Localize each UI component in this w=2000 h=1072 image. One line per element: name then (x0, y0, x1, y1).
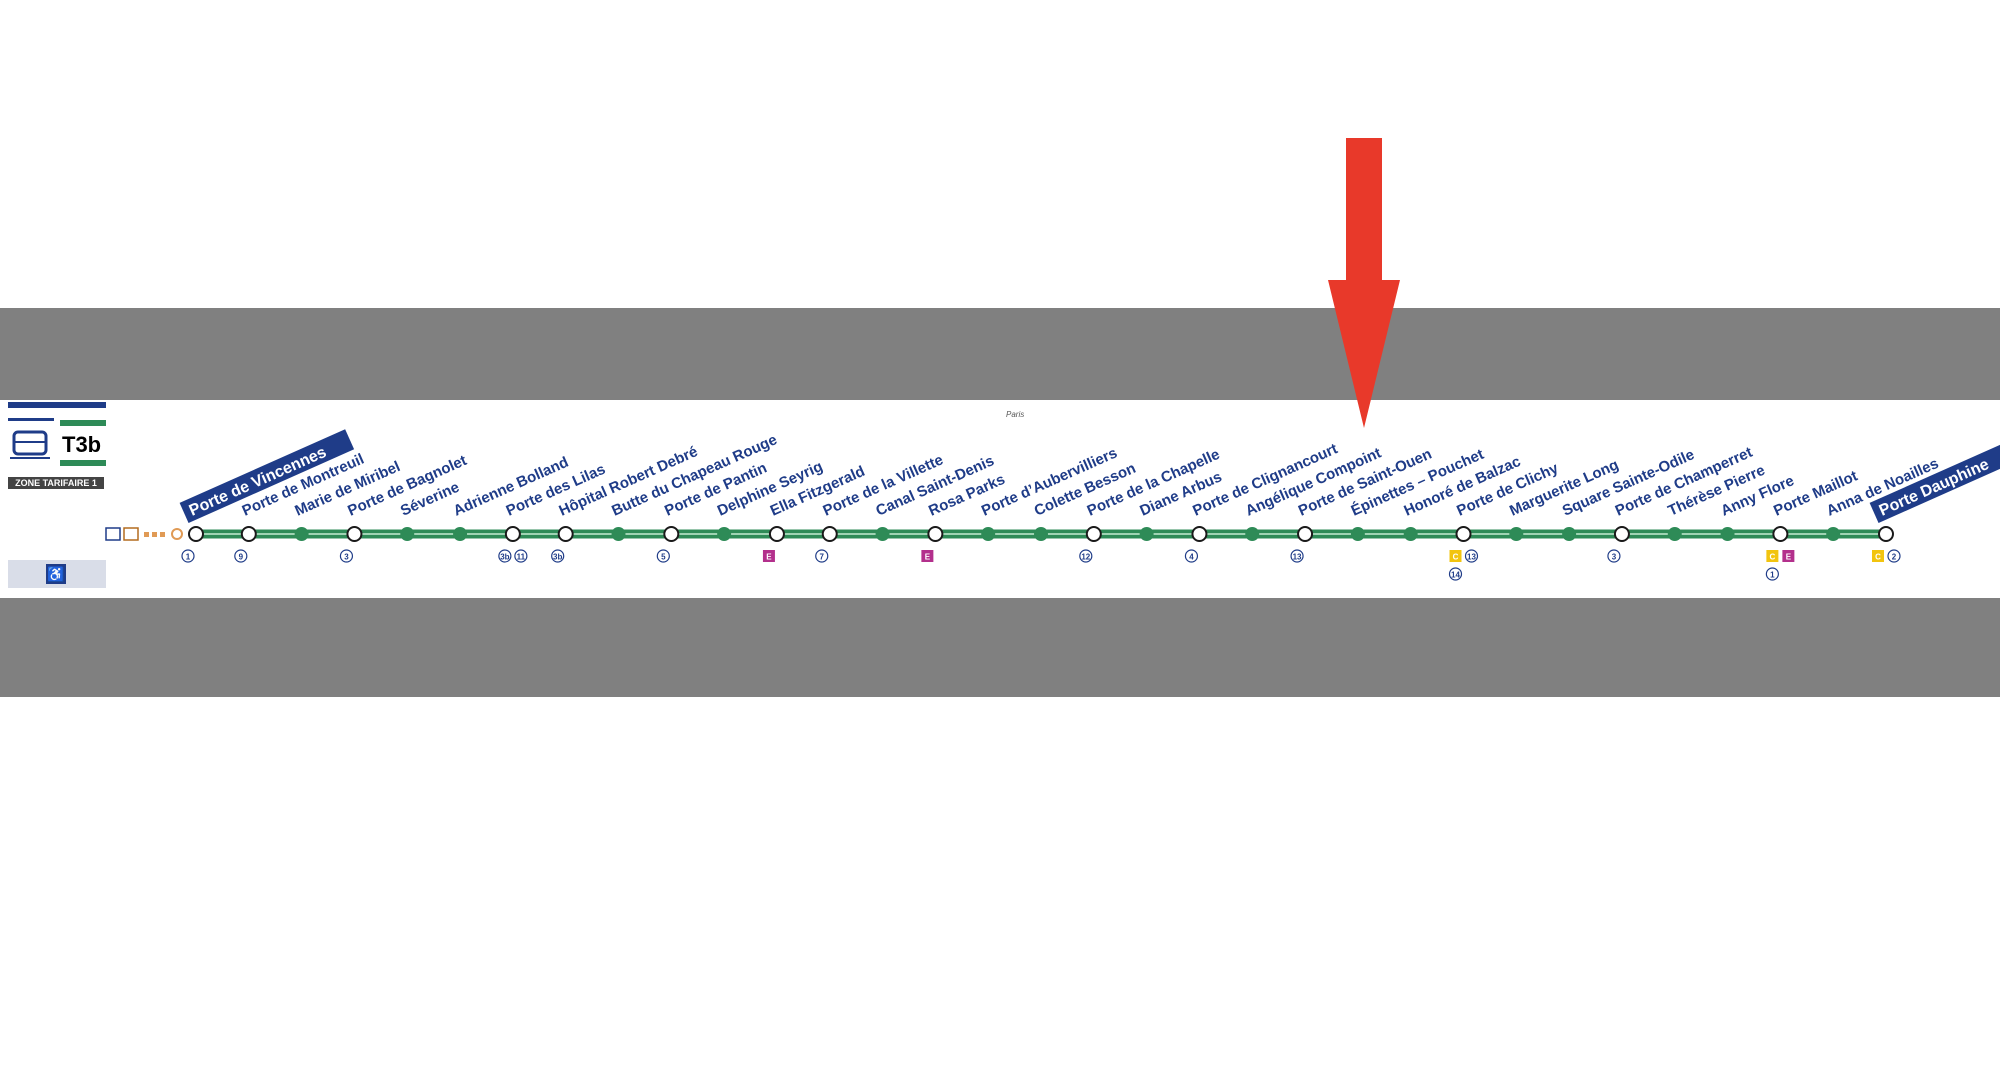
metro-12-icon: 12 (1079, 549, 1093, 563)
station-dot[interactable] (1772, 526, 1789, 542)
rer-C-icon: C (1766, 550, 1779, 562)
svg-text:3: 3 (1612, 553, 1617, 562)
station-dot[interactable] (1403, 527, 1418, 541)
station-dot[interactable] (1455, 526, 1472, 542)
svg-text:9: 9 (239, 553, 244, 562)
metro-3b-icon: 3b (498, 549, 512, 563)
station-dot[interactable] (663, 526, 680, 542)
svg-text:C: C (1453, 553, 1459, 562)
red-arrow-indicator (1328, 138, 1400, 428)
station-dot[interactable] (1085, 526, 1102, 542)
station-dot[interactable] (1350, 527, 1365, 541)
svg-text:E: E (1786, 553, 1792, 562)
station-dot[interactable] (1139, 527, 1154, 541)
svg-text:3b: 3b (553, 553, 562, 562)
station-dot[interactable] (1613, 526, 1630, 542)
station-dot[interactable] (1667, 527, 1682, 541)
gray-band-top (0, 308, 2000, 400)
metro-2-icon: 2 (1887, 549, 1901, 563)
line-strip (0, 400, 2000, 598)
svg-text:5: 5 (661, 553, 666, 562)
metro-3b-icon: 3b (551, 549, 565, 563)
svg-text:♿: ♿ (47, 566, 64, 583)
wheelchair-icon (46, 564, 66, 584)
metro-14-icon: 14 (1448, 567, 1463, 581)
station-dot[interactable] (1191, 526, 1208, 542)
station-dot[interactable] (400, 527, 415, 541)
station-dot[interactable] (1878, 526, 1894, 542)
station-dot[interactable] (1826, 527, 1841, 541)
station-dot[interactable] (1509, 527, 1524, 541)
svg-text:1: 1 (1770, 571, 1775, 580)
rer-E-icon: E (762, 550, 775, 562)
station-dot[interactable] (1562, 527, 1577, 541)
svg-text:C: C (1875, 553, 1881, 562)
metro-7-icon: 7 (815, 549, 829, 563)
svg-text:E: E (766, 553, 772, 562)
station-dot[interactable] (821, 526, 838, 542)
svg-text:11: 11 (517, 553, 526, 562)
svg-text:13: 13 (1293, 553, 1302, 562)
station-dot[interactable] (1297, 526, 1314, 542)
svg-text:13: 13 (1467, 553, 1476, 562)
terminus-badge (179, 429, 355, 524)
svg-text:E: E (925, 553, 931, 562)
metro-3-icon: 3 (339, 549, 354, 563)
station-dot[interactable] (346, 526, 363, 542)
station-dot[interactable] (1034, 527, 1048, 541)
city-label: Paris (1006, 410, 1024, 419)
rer-C-icon: C (1449, 550, 1462, 562)
rer-E-icon: E (1782, 550, 1795, 562)
metro-11-icon: 11 (514, 549, 528, 563)
metro-9-icon: 9 (234, 549, 248, 563)
station-dot[interactable] (981, 527, 996, 541)
station-dot[interactable] (294, 527, 309, 541)
station-dot[interactable] (611, 527, 626, 541)
station-dot[interactable] (1720, 527, 1735, 541)
station-dot[interactable] (875, 527, 890, 541)
zone-label: ZONE TARIFAIRE 1 (15, 478, 97, 488)
svg-text:4: 4 (1189, 553, 1194, 562)
station-dot[interactable] (768, 526, 785, 542)
svg-text:7: 7 (820, 553, 825, 562)
svg-text:14: 14 (1451, 571, 1460, 580)
metro-1-icon: 1 (181, 549, 195, 563)
gray-band-bottom (0, 598, 2000, 697)
svg-text:C: C (1769, 553, 1775, 562)
metro-1-icon: 1 (1765, 567, 1779, 581)
svg-text:1: 1 (186, 553, 191, 562)
tram-icon (10, 430, 50, 459)
tram-mini-icons (105, 527, 183, 541)
line-name: T3b (62, 432, 101, 457)
svg-text:3: 3 (344, 553, 349, 562)
station-dot[interactable] (240, 526, 257, 542)
station-dot[interactable] (1245, 527, 1260, 541)
metro-3-icon: 3 (1607, 549, 1621, 563)
rer-E-icon: E (921, 550, 934, 562)
svg-text:2: 2 (1892, 553, 1897, 562)
station-dot[interactable] (188, 526, 204, 542)
metro-13-icon: 13 (1464, 549, 1479, 563)
terminus-badge (1869, 444, 2000, 524)
station-dot[interactable] (453, 527, 468, 541)
rer-C-icon: C (1872, 550, 1884, 562)
line-header: T3b ZONE TARIFAIRE 1 ♿ (8, 402, 183, 588)
metro-13-icon: 13 (1290, 549, 1304, 563)
station-dot[interactable] (557, 526, 574, 542)
svg-text:3b: 3b (500, 553, 509, 562)
metro-5-icon: 5 (656, 549, 670, 563)
station-dot[interactable] (504, 526, 521, 542)
station-dot[interactable] (717, 527, 732, 541)
svg-text:12: 12 (1081, 553, 1090, 562)
metro-4-icon: 4 (1184, 549, 1199, 563)
station-dot[interactable] (927, 526, 944, 542)
